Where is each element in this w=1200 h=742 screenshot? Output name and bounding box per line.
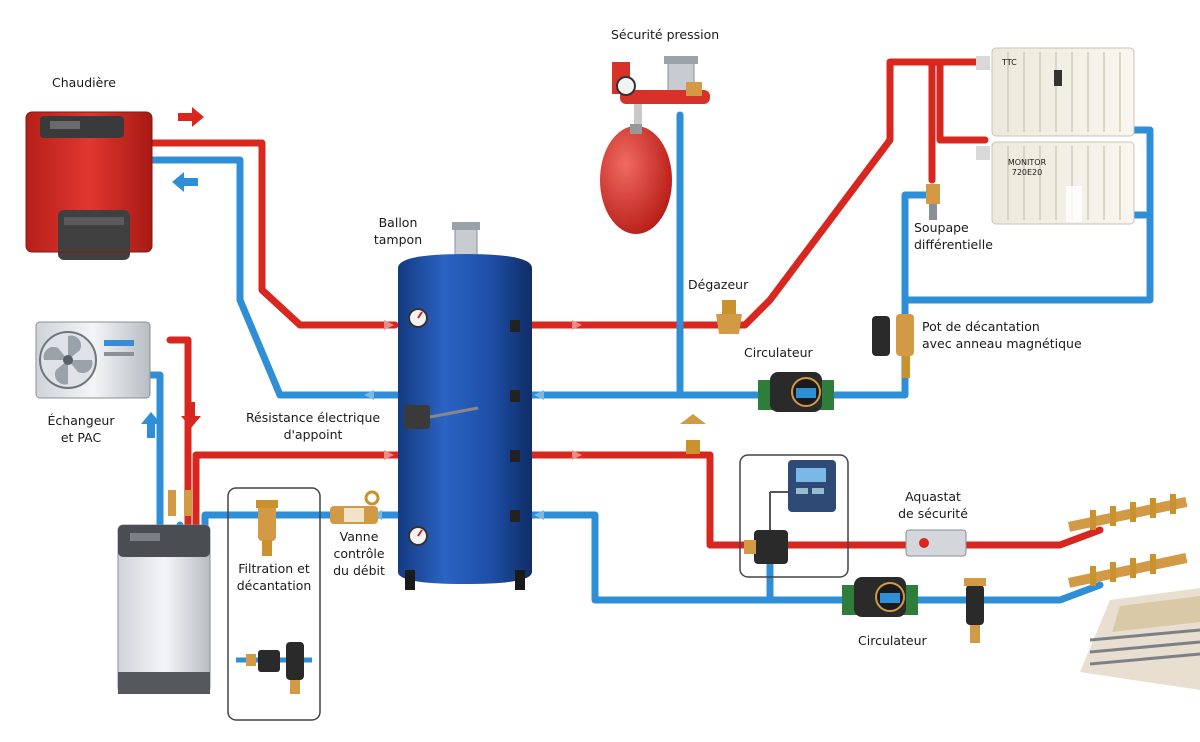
expansion-vessel xyxy=(600,126,672,234)
pressure-gauge xyxy=(616,76,636,96)
dirt-separator-bottom xyxy=(964,578,986,643)
heat-pump-indoor-unit xyxy=(117,490,211,694)
electric-heater xyxy=(404,405,430,429)
label-line: et PAC xyxy=(60,430,102,445)
pressure-safety-group xyxy=(600,56,710,234)
arrow-left-icon xyxy=(172,172,198,192)
label-line: Échangeur xyxy=(47,413,115,428)
valve xyxy=(184,490,192,516)
label-aquastat: Aquastat de sécurité xyxy=(888,488,978,522)
circulator-pump-top xyxy=(758,372,834,412)
flow-control-valve xyxy=(330,490,380,524)
label-line: Résistance électrique xyxy=(245,410,381,425)
label-line: Soupape xyxy=(914,220,969,235)
air-separator xyxy=(680,300,742,454)
label-vanne: Vanne contrôle du débit xyxy=(322,528,396,579)
floor-hot-pipe xyxy=(516,451,1104,549)
label-line: tampon xyxy=(373,232,423,247)
filter-detail xyxy=(236,642,312,694)
label-line: différentielle xyxy=(914,237,993,252)
flow-arrows xyxy=(141,107,582,520)
label-line: du débit xyxy=(333,563,385,578)
label-line: MONITOR xyxy=(1007,158,1047,167)
label-line: 720E20 xyxy=(1011,168,1043,177)
controller-frame xyxy=(739,454,849,578)
arrow-left-icon xyxy=(534,390,556,400)
arrow-right-icon xyxy=(372,450,394,460)
radiator-tag-bottom: MONITOR 720E20 xyxy=(1000,158,1054,178)
label-line: Vanne xyxy=(339,529,379,544)
boiler xyxy=(25,111,153,260)
radiator-hot-pipe xyxy=(516,58,989,329)
label-line: décantation xyxy=(236,578,312,593)
differential-bypass-valve xyxy=(926,184,940,220)
buffer-tank xyxy=(398,222,532,590)
filter-unit xyxy=(256,500,278,556)
arrow-right-icon xyxy=(178,107,204,127)
arrow-right-icon xyxy=(372,320,394,330)
radiator-top xyxy=(976,47,1135,137)
label-chaudiere: Chaudière xyxy=(52,75,116,90)
label-line: Ballon xyxy=(378,215,418,230)
label-resistance: Résistance électrique d'appoint xyxy=(238,409,388,443)
radiator-bottom xyxy=(976,141,1135,225)
label-line: Pot de décantation xyxy=(922,319,1040,334)
label-securite-pression: Sécurité pression xyxy=(611,27,720,42)
fan-icon xyxy=(43,335,93,385)
arrow-right-icon xyxy=(560,320,582,330)
floor-cold-pipe xyxy=(516,511,1104,604)
label-line: Aquastat xyxy=(905,489,961,504)
boiler-cold-pipe xyxy=(148,156,402,399)
underfloor-manifold xyxy=(1067,494,1200,690)
radiator-tag-top: TTC xyxy=(1002,58,1017,67)
label-pot-decantation: Pot de décantation avec anneau magnétiqu… xyxy=(922,318,1082,352)
label-line: d'appoint xyxy=(283,427,343,442)
arrow-left-icon xyxy=(364,390,386,400)
label-soupape: Soupape différentielle xyxy=(914,219,993,253)
heat-pump-outdoor-unit xyxy=(35,321,151,399)
label-circulateur-bottom: Circulateur xyxy=(858,633,927,648)
pac-hot-pipe xyxy=(166,336,402,534)
valve xyxy=(168,490,176,516)
label-filtration: Filtration et décantation xyxy=(228,560,320,594)
arrow-down-icon xyxy=(181,402,201,428)
boiler-hot-pipe xyxy=(148,139,399,329)
aquastat xyxy=(905,529,967,557)
dirt-separator xyxy=(872,314,914,378)
mixing-controller xyxy=(744,460,836,564)
label-degazeur: Dégazeur xyxy=(688,277,749,292)
label-ballon-tampon: Ballon tampon xyxy=(362,214,434,248)
label-line: contrôle xyxy=(333,546,385,561)
arrow-left-icon xyxy=(534,510,556,520)
label-line: de sécurité xyxy=(898,506,968,521)
label-line: Filtration et xyxy=(238,561,310,576)
label-circulateur-top: Circulateur xyxy=(744,345,813,360)
circulator-pump-bottom xyxy=(842,577,918,617)
arrow-up-icon xyxy=(141,412,161,438)
filter-frame xyxy=(227,487,321,721)
arrow-right-icon xyxy=(560,450,582,460)
label-echangeur-pac: Échangeur et PAC xyxy=(40,412,122,446)
label-line: avec anneau magnétique xyxy=(922,336,1082,351)
